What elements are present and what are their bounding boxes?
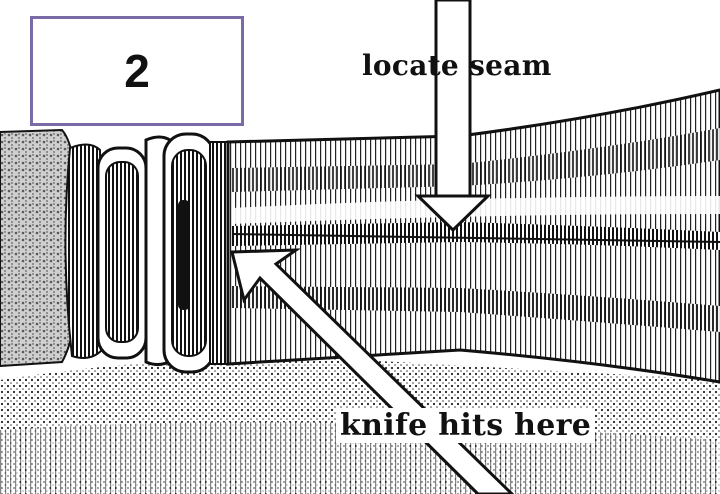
bottle-neck: [226, 88, 720, 384]
step-number: 2: [124, 45, 150, 97]
bottle-lip: [64, 132, 233, 374]
knife-hits-here-label: knife hits here: [336, 408, 596, 443]
arrow-down-icon: [414, 0, 492, 233]
locate-seam-label: locate seam: [362, 49, 552, 82]
seam-line: [231, 233, 720, 243]
step-number-box: 2: [30, 16, 244, 126]
